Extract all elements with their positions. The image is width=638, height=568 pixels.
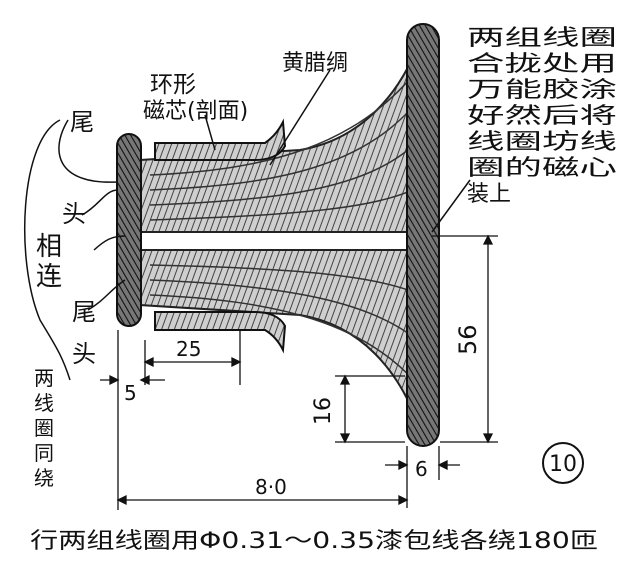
ring-core-label-line1: 环形 [150, 72, 196, 98]
left-note-char: 两 [34, 366, 54, 390]
right-note-line: 线圈坊线 [467, 130, 617, 155]
dimension-lines [100, 234, 498, 510]
ring-core-lower [154, 311, 287, 354]
left-note-char: 线 [34, 391, 54, 415]
left-flange [116, 133, 142, 327]
right-note-line: 圈的磁心 [467, 156, 617, 181]
head-lower-label: 头 [72, 340, 96, 368]
left-note-char: 同 [34, 441, 54, 465]
dim-80: 8·0 [255, 475, 287, 499]
right-note: 两组线圈 合拢处用 万能胶涂 好然后将 线圈坊线 圈的磁心 装上 [467, 26, 617, 207]
dim-16: 16 [311, 397, 336, 425]
right-note-line: 装上 [467, 182, 511, 207]
dim-5: 5 [124, 381, 137, 405]
left-note-char: 圈 [34, 416, 54, 440]
right-note-line: 两组线圈 [467, 26, 617, 51]
caption: 行两组线圈用Φ0.31～0.35漆包线各绕180匝 [30, 529, 598, 554]
right-note-line: 万能胶涂 [467, 78, 617, 103]
coil-winding [139, 39, 434, 431]
left-note-char: 绕 [34, 466, 54, 490]
ring-core-upper [154, 118, 287, 161]
tail-upper-label: 尾 [70, 108, 94, 136]
left-note: 两 线 圈 同 绕 [34, 366, 54, 490]
dim-56: 56 [454, 324, 482, 355]
figure-number: 10 [549, 452, 577, 477]
leader-lines [24, 69, 471, 381]
connect-label-2: 连 [36, 262, 62, 292]
ring-core-label-line2: 磁芯(剖面) [143, 99, 248, 124]
figure-number-circle [542, 442, 584, 484]
dim-6: 6 [415, 457, 428, 481]
head-upper-label: 头 [62, 200, 86, 228]
right-note-line: 好然后将 [467, 104, 617, 129]
right-flange [406, 23, 440, 447]
connect-label-1: 相 [36, 232, 62, 262]
wax-cloth-label: 黄腊绸 [282, 51, 348, 76]
dim-25: 25 [176, 337, 201, 361]
right-note-line: 合拢处用 [467, 52, 617, 77]
tail-lower-label: 尾 [72, 298, 96, 326]
